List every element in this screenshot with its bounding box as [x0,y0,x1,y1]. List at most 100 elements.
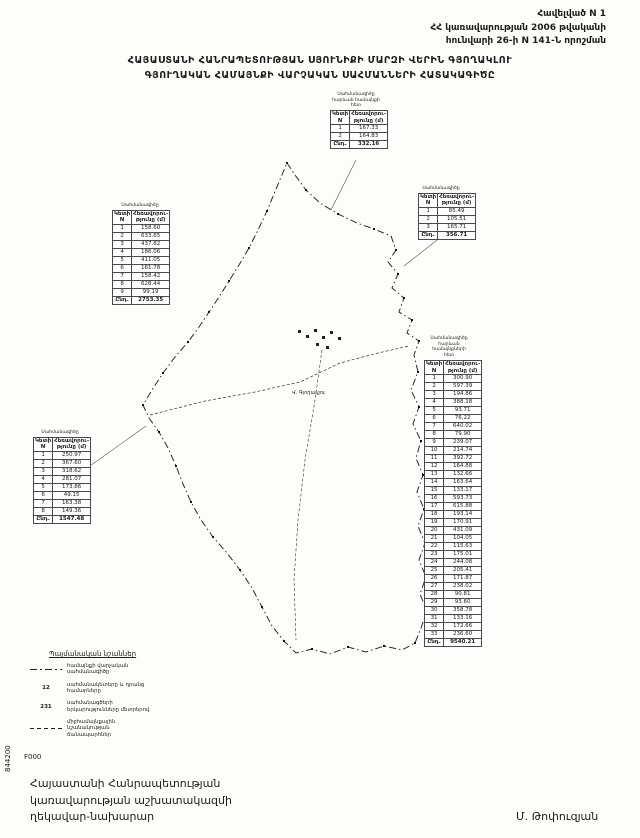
corner-mark: F000 [24,753,42,761]
legend-item: 231 սահմանագծերի երկարությունները մետրերո… [30,700,155,713]
number-symbol: 231 [30,703,62,711]
table-cell: 163.64 [443,478,483,488]
table-cell: 99.19 [131,287,171,297]
table-cell: 9 [423,438,445,448]
boundary-point [347,646,349,648]
table-cell: 2 [329,132,351,142]
point-number-symbol: 231 [40,703,52,710]
legend-item: 12 սահմանակետերը և դրանց համարները [30,682,155,695]
table-total-cell: 9540.21 [443,638,483,648]
road-line [149,345,410,416]
table-cell: 3 [111,239,133,249]
table-cell: 8 [423,430,445,440]
table-cell: 29 [423,598,445,608]
table-header-cell: Հեռավորու-թյունը (մ) [131,209,171,225]
table-header-cell: Հեռավորու-թյունը (մ) [443,359,483,376]
table-cell: 93.60 [443,598,483,608]
table-cell: 6 [111,263,133,273]
legend-item: համայնքի վարչական սահմանագիծը [30,663,155,676]
table-cell: 149.36 [52,506,92,516]
table-cell: 24 [423,558,445,568]
legend-item-label: սահմանագծերի երկարությունները մետրերով [67,700,150,713]
table-header-cell: Հեռավորու-թյունը (մ) [52,436,92,452]
table-cell: 1 [111,223,133,233]
boundary-point [403,297,405,299]
road-line [293,349,323,641]
legend-item-label: սահմանակետերը և դրանց համարները [67,681,145,695]
boundary-point [397,273,399,275]
table-cell: 105.51 [437,214,477,224]
table-cell: 158.60 [131,223,171,233]
signature-block: Հայաստանի Հանրապետության կառավարության ա… [30,776,232,826]
table-cell: 31 [423,614,445,624]
table-cell: 32 [423,622,445,632]
table-cell: 104.05 [443,534,483,544]
boundary-point [190,501,192,503]
table-cell: 163.38 [52,498,92,508]
title-line: ՀԱՅԱՍՏԱՆԻ ՀԱՆՐԱՊԵՏՈՒԹՅԱՆ ՍՅՈՒՆԻՔԻ ՄԱՐԶԻ … [127,55,513,66]
legend-items: համայնքի վարչական սահմանագիծը 12 սահմանակե… [30,663,155,738]
village-cluster [298,329,341,349]
table-cell: 23 [423,550,445,560]
table-cell: 85.49 [437,206,477,216]
table-cell: 132.66 [443,470,483,480]
table-cell: 13 [423,470,445,480]
table-cell: 8 [111,279,133,289]
table-header-cell: Կետի N [111,209,133,225]
table-cell: 318.62 [52,466,92,476]
dashed-line-symbol [30,728,62,730]
number-symbol: 12 [30,684,62,692]
table-cell: 22 [423,542,445,552]
legend-item-label: համայնքի վարչական սահմանագիծը [67,663,129,676]
signature-title-line: ղեկավար-նախարար [30,810,155,823]
boundary-point [239,569,241,571]
boundary-point [228,280,230,282]
appendix-line: ՀՀ կառավարության 2006 թվականի [430,22,606,33]
table-cell: 194.86 [443,390,483,400]
dashdot-line-symbol [30,668,62,670]
legend-title: Պայմանական նշաններ [48,650,137,658]
table-cell: 164.83 [349,132,389,142]
signature-name: Մ. Թոփուզյան [516,810,599,823]
table-cell: 239.07 [443,438,483,448]
table-total-cell: 332.16 [349,140,389,150]
table-caption: Սահմանագիծը [422,186,460,191]
table-cell: 17 [423,502,445,512]
table-cell: 26 [423,574,445,584]
table-caption: Սահմանագիծը [121,203,159,208]
table-total-row: Ընդ.356.71 [417,230,477,240]
table-cell: 49.15 [52,490,92,500]
community-boundary-line [142,161,428,655]
table-header-cell: Կետի N [423,359,445,376]
table-cell: 5 [423,406,445,416]
boundary-point [175,465,177,467]
table-cell: 388.18 [443,398,483,408]
table-cell: 4 [423,398,445,408]
boundary-point [305,189,307,191]
